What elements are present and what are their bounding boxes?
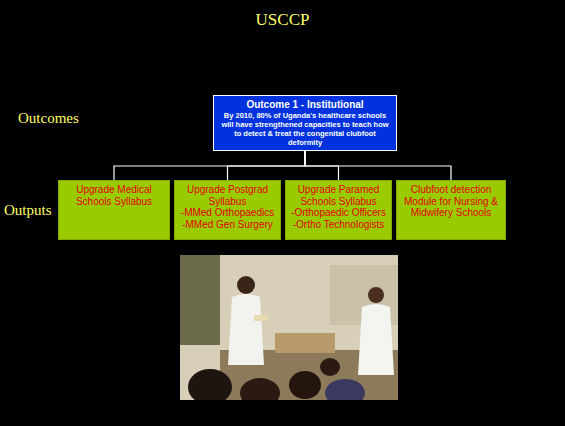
classroom-photo — [180, 255, 398, 400]
outcome-box: Outcome 1 - InstitutionalBy 2010, 80% of… — [213, 95, 397, 151]
output-box: Upgrade Paramed Schools Syllabus-Orthopa… — [285, 180, 392, 240]
node-text: -MMed Gen Surgery — [178, 219, 277, 231]
node-text: Upgrade Paramed Schools Syllabus — [289, 184, 388, 207]
output-box: Upgrade Medical Schools Syllabus — [58, 180, 170, 240]
node-text: Upgrade Medical Schools Syllabus — [62, 184, 166, 207]
connector-line — [114, 151, 305, 180]
node-text: Outcome 1 - Institutional — [218, 99, 392, 111]
node-text: -Ortho Technologists — [289, 219, 388, 231]
side-label: Outcomes — [18, 110, 79, 127]
output-box: Upgrade Postgrad Syllabus-MMed Orthopaed… — [174, 180, 281, 240]
node-text: -Orthopaedic Officers — [289, 207, 388, 219]
node-text: -MMed Orthopaedics — [178, 207, 277, 219]
node-text: Upgrade Postgrad Syllabus — [178, 184, 277, 207]
output-box: Clubfoot detection Module for Nursing & … — [396, 180, 506, 240]
connector-line — [228, 151, 306, 180]
diagram-title: USCCP — [0, 10, 565, 30]
side-label: Outputs — [4, 202, 52, 219]
node-text: By 2010, 80% of Uganda's healthcare scho… — [218, 111, 392, 147]
node-text: Clubfoot detection Module for Nursing & … — [400, 184, 502, 219]
connector-line — [305, 151, 451, 180]
